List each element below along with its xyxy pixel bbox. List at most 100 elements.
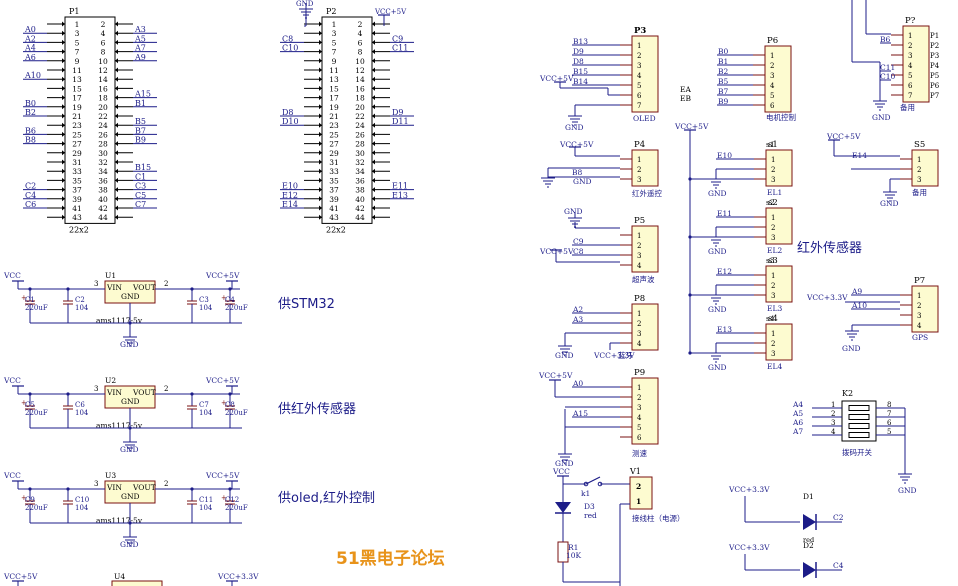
header-p2-pin-number: 30 bbox=[355, 149, 365, 158]
connector-p9-pin-number: 6 bbox=[637, 434, 642, 442]
pin-arrow bbox=[319, 67, 322, 73]
net-label: B1 bbox=[135, 99, 146, 108]
header-p1-name: P1 bbox=[69, 7, 79, 16]
sensor-label: EL4 bbox=[767, 362, 782, 371]
net-label: C10 bbox=[880, 72, 896, 81]
connector-spare-name: P? bbox=[905, 16, 916, 26]
header-p2-pin-number: 31 bbox=[329, 158, 339, 167]
pin-arrow bbox=[62, 76, 65, 82]
net-label: B8 bbox=[25, 136, 36, 145]
capacitor-name: C8 bbox=[225, 401, 235, 409]
connector-output-label: P1 bbox=[930, 32, 939, 40]
capacitor-name: C1 bbox=[25, 296, 35, 304]
pin-arrow bbox=[319, 177, 322, 183]
net-label: C1 bbox=[135, 172, 146, 181]
junction-dot bbox=[190, 487, 194, 491]
connector-p8-name: P8 bbox=[634, 294, 645, 304]
led-triangle bbox=[803, 562, 816, 578]
net-label: B5 bbox=[135, 117, 146, 126]
regulator-caption: 供STM32 bbox=[278, 297, 335, 312]
header-p1-pin-number: 5 bbox=[75, 38, 80, 47]
header-p1-pin-number: 30 bbox=[98, 149, 108, 158]
connector-p6-pin-number: 6 bbox=[770, 102, 775, 110]
header-p1-pin-number: 23 bbox=[72, 121, 82, 130]
regulator-pin: 3 bbox=[94, 385, 98, 393]
connector-gps-pin-number: 3 bbox=[917, 312, 921, 320]
connector-p6-pin-number: 1 bbox=[770, 52, 774, 60]
dip-pin-number: 1 bbox=[831, 401, 835, 409]
capacitor-value: 104 bbox=[75, 304, 89, 312]
header-p1-pin-number: 8 bbox=[101, 48, 106, 57]
header-p2-pin-number: 40 bbox=[355, 195, 365, 204]
vcc-label: VCC+3.3V bbox=[728, 543, 770, 552]
regulator-vout: VOUT bbox=[132, 388, 156, 397]
connector-spare-pin-number: 5 bbox=[908, 72, 912, 80]
capacitor-name: C3 bbox=[199, 296, 209, 304]
header-p2-pin-number: 6 bbox=[358, 38, 363, 47]
header-p2-pin-number: 19 bbox=[329, 103, 339, 112]
net-label: C2 bbox=[25, 182, 36, 191]
header-p1-pin-number: 32 bbox=[98, 158, 108, 167]
connector-p4-pin-number: 3 bbox=[637, 176, 641, 184]
net-label: A5 bbox=[792, 409, 803, 418]
net-label: A5 bbox=[134, 34, 146, 43]
dip-pin-number: 8 bbox=[887, 401, 891, 409]
regulator-vout: VOUT bbox=[132, 483, 156, 492]
regulator-pin: 3 bbox=[94, 280, 98, 288]
header-p2-pin-number: 27 bbox=[329, 140, 339, 149]
ground-label: GND bbox=[573, 177, 592, 186]
sensor-2-pin-number: 3 bbox=[771, 234, 775, 242]
net-label: A0 bbox=[24, 25, 36, 34]
net-label: A2 bbox=[572, 305, 583, 314]
pin-arrow bbox=[115, 150, 118, 156]
dip-pin-number: 4 bbox=[831, 428, 836, 436]
net-label: B8 bbox=[572, 168, 583, 177]
pin-arrow bbox=[372, 187, 375, 193]
header-p1-pin-number: 27 bbox=[72, 140, 82, 149]
net-label: EB bbox=[680, 94, 691, 103]
sensor-label: EL2 bbox=[767, 246, 782, 255]
junction-dot bbox=[28, 287, 32, 291]
net-label: C8 bbox=[573, 247, 584, 256]
pin-arrow bbox=[62, 39, 65, 45]
header-p1-pin-number: 10 bbox=[98, 57, 108, 66]
net-label: E13 bbox=[392, 191, 408, 200]
pin-arrow bbox=[62, 168, 65, 174]
header-p1-body bbox=[64, 16, 116, 224]
connector-p3-pin-number: 1 bbox=[637, 42, 641, 50]
capacitor-value: 104 bbox=[199, 409, 213, 417]
ground-label: GND bbox=[708, 305, 727, 314]
ground-label: GND bbox=[708, 247, 727, 256]
pin-arrow bbox=[319, 141, 322, 147]
sensor-name: s1 bbox=[766, 140, 775, 149]
header-p2-pin-number: 26 bbox=[355, 130, 365, 139]
header-p1-pin-number: 13 bbox=[72, 75, 82, 84]
connector-p3-pin-number: 2 bbox=[637, 52, 641, 60]
header-p2-pin-number: 7 bbox=[332, 48, 337, 57]
connector-p8-body bbox=[631, 303, 659, 351]
header-p1-pin-number: 2 bbox=[101, 20, 106, 29]
net-label: C8 bbox=[282, 34, 293, 43]
pin-arrow bbox=[372, 21, 375, 27]
header-p1-pin-number: 18 bbox=[98, 94, 108, 103]
connector-caption: 备用 bbox=[900, 102, 915, 112]
ground-label: GND bbox=[296, 0, 314, 8]
net-label: E12 bbox=[282, 191, 298, 200]
pin-arrow bbox=[62, 85, 65, 91]
header-p2-pin-number: 13 bbox=[329, 75, 339, 84]
regulator-part: ams1117-5v bbox=[96, 516, 143, 525]
pin-arrow bbox=[319, 21, 322, 27]
led-name: D3 bbox=[584, 502, 595, 511]
net-label: B9 bbox=[135, 136, 146, 145]
pin-arrow bbox=[372, 177, 375, 183]
pin-arrow bbox=[115, 214, 118, 220]
pin-arrow bbox=[319, 131, 322, 137]
net-label: A7 bbox=[134, 44, 146, 53]
capacitor-name: C9 bbox=[25, 496, 35, 504]
switch-blade bbox=[585, 476, 601, 485]
header-p1-pin-number: 14 bbox=[98, 75, 108, 84]
sensor-2-name: s2 bbox=[768, 198, 778, 208]
header-p1-pin-number: 12 bbox=[98, 66, 108, 75]
dip-switch-lever bbox=[848, 432, 870, 438]
connector-output-label: P5 bbox=[930, 72, 939, 80]
